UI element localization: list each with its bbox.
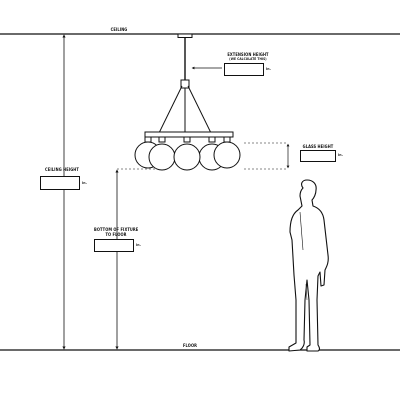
ceiling-label: CEILING (110, 27, 128, 32)
chandelier-icon (134, 33, 241, 171)
extension-height-field[interactable] (224, 63, 264, 76)
bottom-of-fixture-label-line2: TO FLOOR (105, 232, 127, 237)
glass-height-unit: in. (338, 153, 343, 157)
extension-height-unit: in. (266, 67, 271, 71)
ceiling-height-label: CEILING HEIGHT (45, 167, 79, 172)
glass-height-label: GLASS HEIGHT (302, 144, 334, 149)
bottom-of-fixture-unit: in. (136, 243, 141, 247)
extension-height-label: EXTENSION HEIGHT (227, 52, 269, 57)
glass-height-field[interactable] (300, 150, 336, 162)
floor-label: FLOOR (183, 343, 197, 348)
bottom-of-fixture-label: BOTTOM OF FIXTURE (94, 227, 139, 232)
extension-height-note: (WE CALCULATE THIS) (229, 57, 267, 61)
ceiling-height-field[interactable] (40, 176, 80, 190)
person-silhouette-icon (288, 179, 329, 352)
ceiling-height-unit: in. (82, 181, 87, 185)
bottom-of-fixture-field[interactable] (94, 239, 134, 252)
